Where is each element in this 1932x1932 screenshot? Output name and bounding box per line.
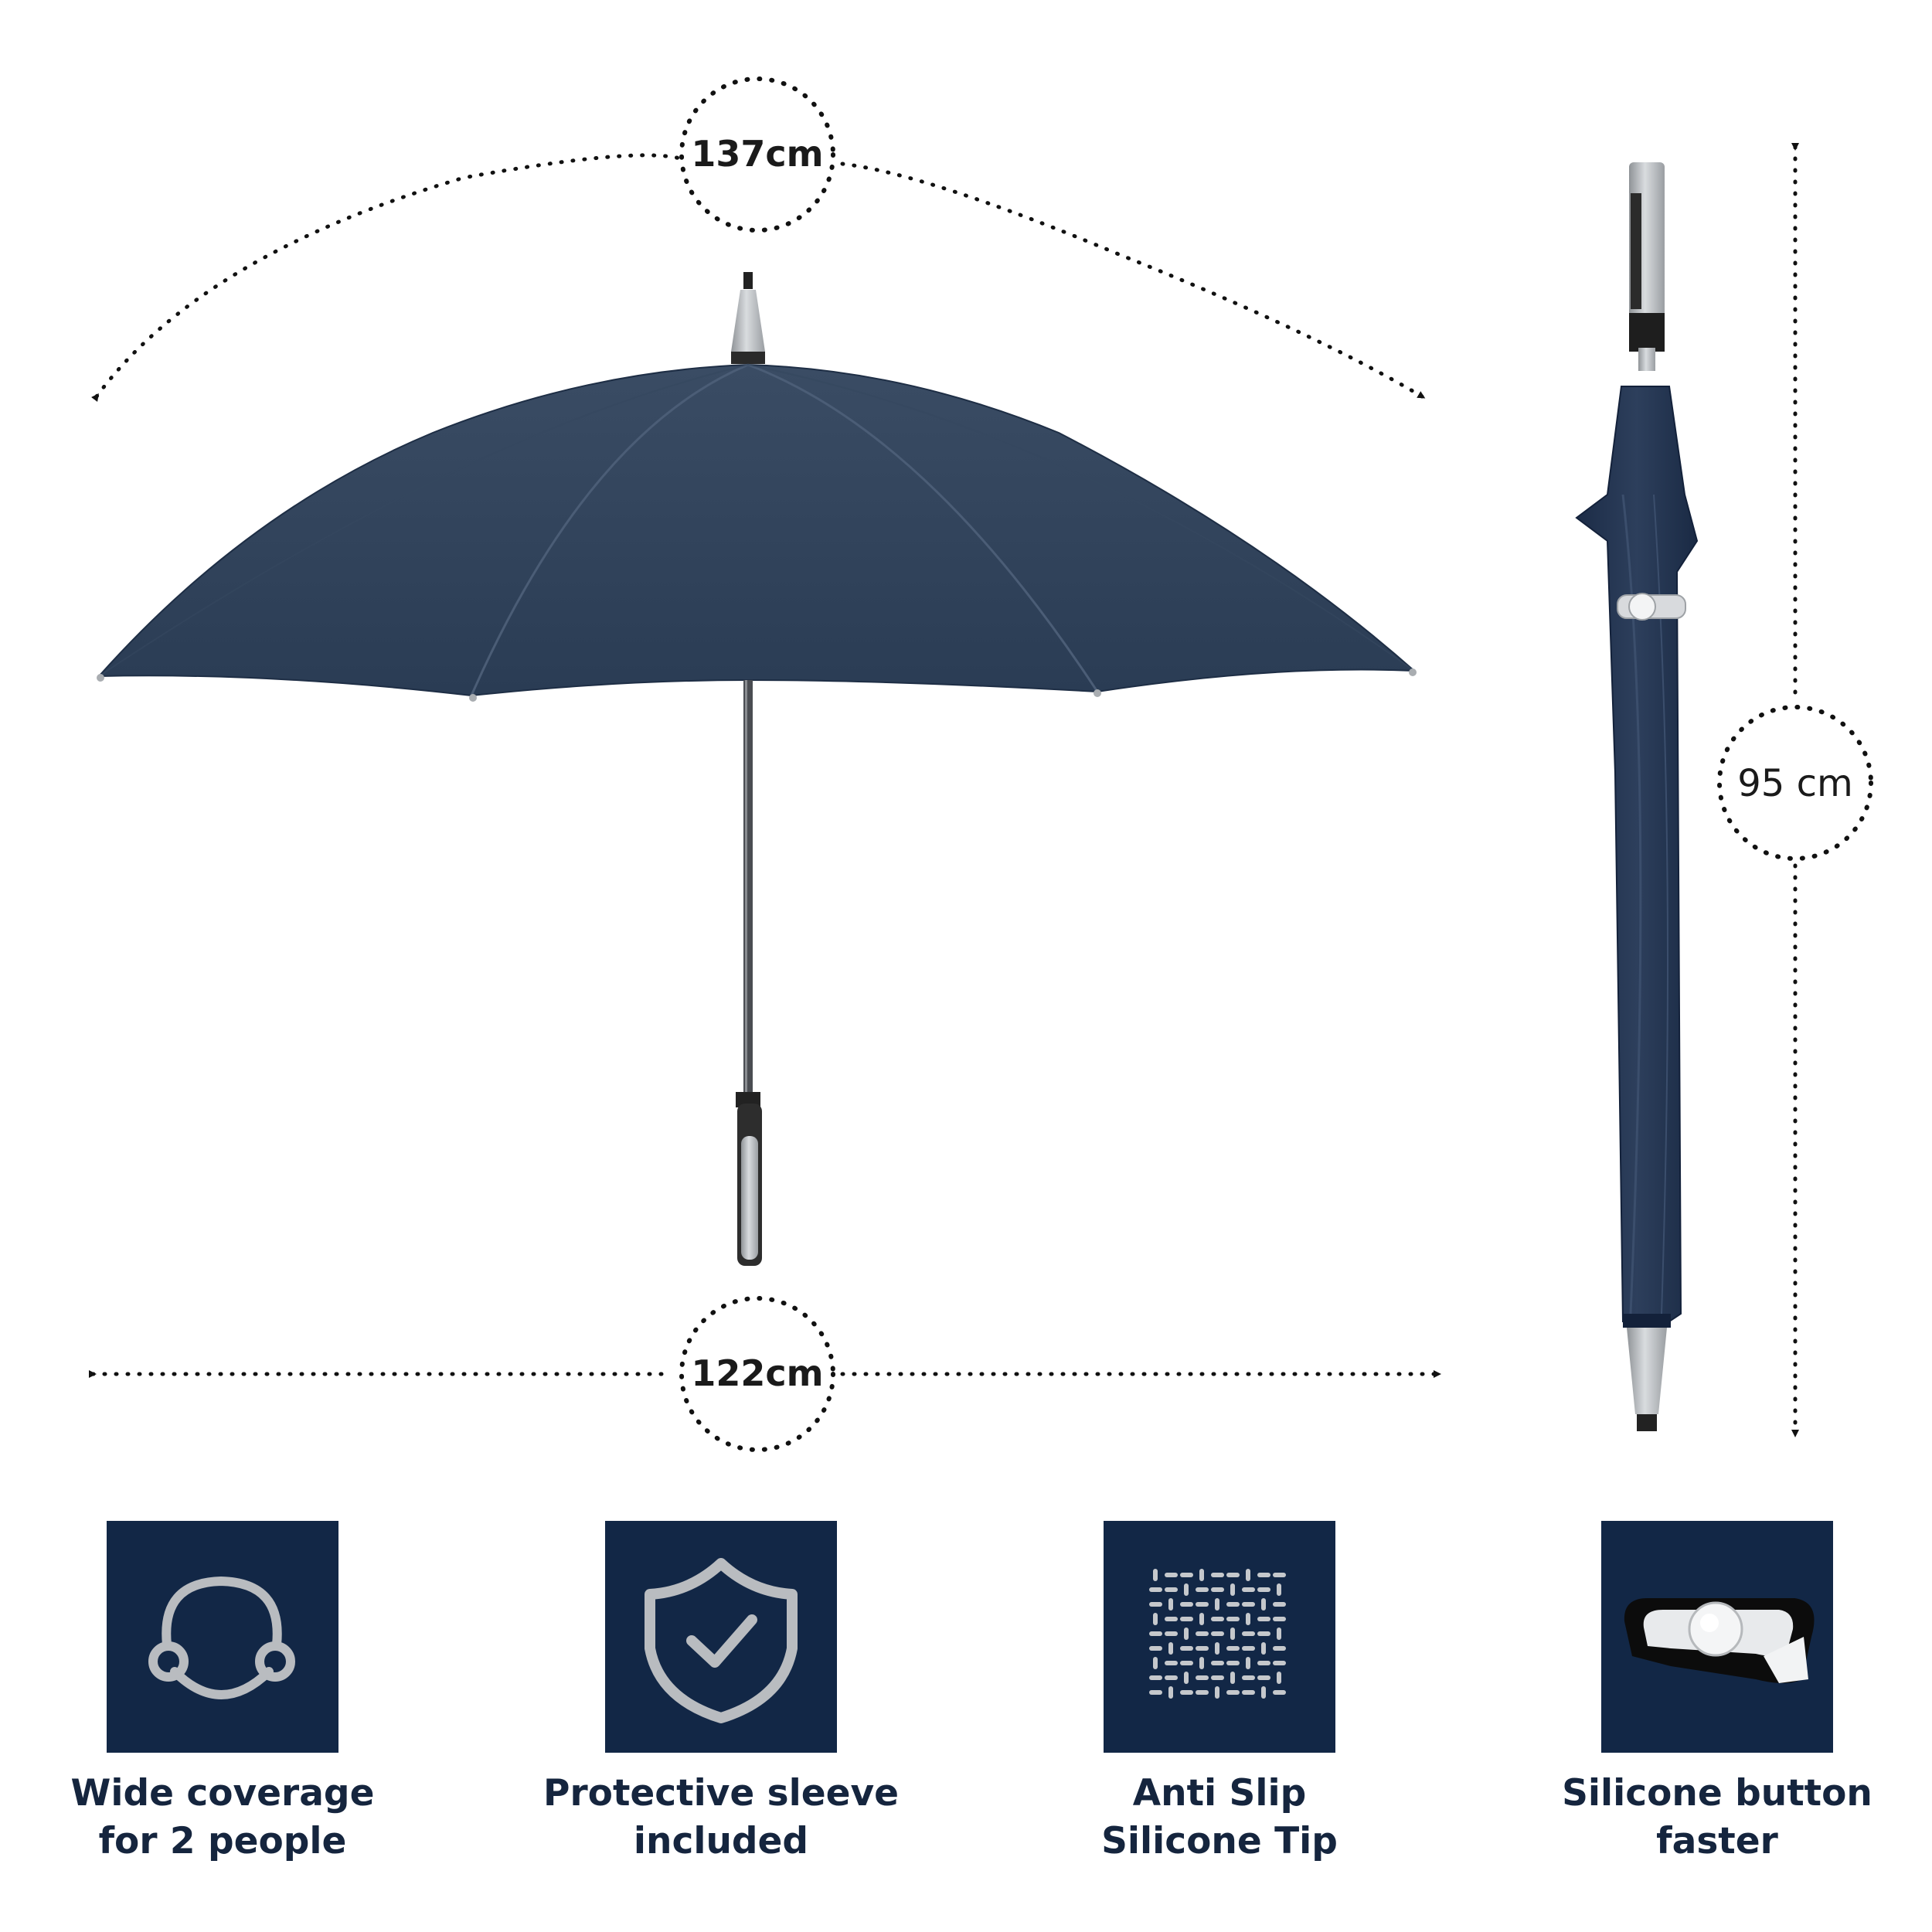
caption-line: faster <box>1656 1820 1778 1862</box>
dimension-circle <box>679 77 835 233</box>
canopy-arc-dimension: 137cm <box>91 77 1426 402</box>
caption-line: Silicone button <box>1562 1772 1872 1815</box>
dimension-circle <box>679 1296 835 1452</box>
caption-line: included <box>633 1820 809 1862</box>
feature-anti-slip <box>1104 1521 1335 1753</box>
feature-caption-silicone-button: Silicone button faster <box>1516 1770 1918 1866</box>
coverage-people-icon <box>107 1521 338 1753</box>
silicone-button-icon <box>1601 1521 1833 1753</box>
feature-protective-sleeve <box>605 1521 837 1753</box>
canopy-arc-label: 137cm <box>691 133 823 175</box>
caption-line: Wide coverage <box>70 1772 375 1815</box>
feature-caption-protective-sleeve: Protective sleeve included <box>520 1770 922 1866</box>
feature-silicone-button <box>1601 1521 1833 1753</box>
caption-line: Silicone Tip <box>1101 1820 1338 1862</box>
canopy-width-dimension: 122cm <box>89 1296 1441 1452</box>
canopy-width-label: 122cm <box>691 1352 823 1394</box>
closed-umbrella-image <box>1575 162 1699 1431</box>
shield-check-icon <box>605 1521 837 1753</box>
feature-wide-coverage <box>107 1521 338 1753</box>
caption-line: for 2 people <box>98 1820 347 1862</box>
anti-slip-pattern-icon <box>1104 1521 1335 1753</box>
closed-length-dimension: 95 cm <box>1717 143 1873 1437</box>
feature-caption-wide-coverage: Wide coverage for 2 people <box>22 1770 423 1866</box>
open-umbrella-image <box>97 272 1417 1266</box>
caption-line: Protective sleeve <box>543 1772 899 1815</box>
dimension-circle <box>1717 705 1873 861</box>
closed-length-label: 95 cm <box>1737 762 1852 805</box>
feature-caption-anti-slip: Anti Slip Silicone Tip <box>1019 1770 1420 1866</box>
caption-line: Anti Slip <box>1132 1772 1307 1815</box>
